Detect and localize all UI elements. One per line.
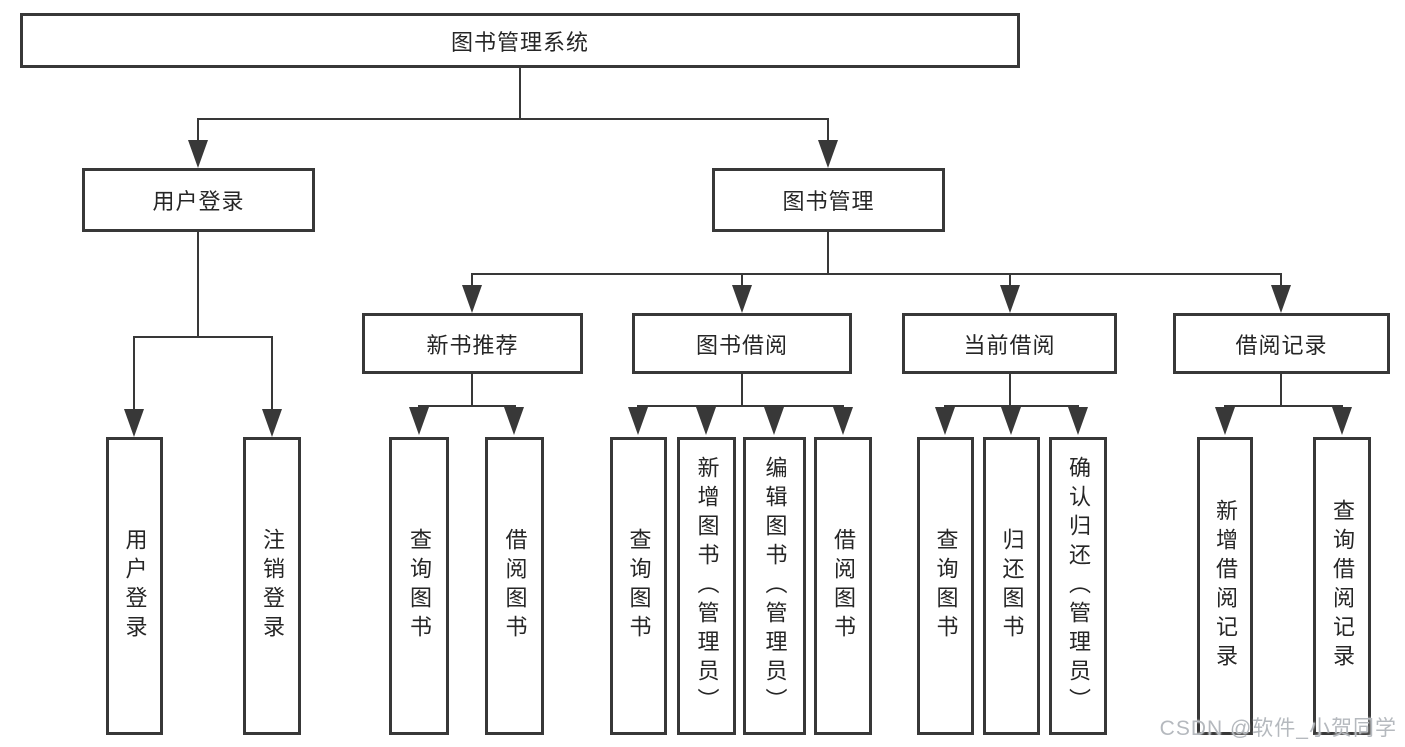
arrowhead-new-book: [462, 285, 482, 313]
connector-new-book-stem: [471, 374, 473, 407]
connector-drop-book-management: [827, 118, 829, 142]
leaf-query-book-borrow: 查询图书: [610, 437, 667, 735]
arrowhead-query-book-3: [935, 407, 955, 435]
arrowhead-return-book: [1001, 407, 1021, 435]
connector-book-borrow-stem: [741, 374, 743, 407]
arrowhead-borrow-book-2: [833, 407, 853, 435]
arrowhead-logout-leaf: [262, 409, 282, 437]
connector-current-borrow-stem: [1009, 374, 1011, 407]
leaf-borrow-book-recommend: 借阅图书: [485, 437, 544, 735]
connector-level3-rail: [471, 273, 1282, 275]
connector-book-management-stem: [827, 232, 829, 275]
leaf-query-borrow-record: 查询借阅记录: [1313, 437, 1371, 735]
leaf-return-book: 归还图书: [983, 437, 1040, 735]
connector-drop-book-borrow: [741, 273, 743, 287]
connector-new-book-rail: [418, 405, 516, 407]
connector-drop-new-book: [471, 273, 473, 287]
connector-drop-user-login: [197, 118, 199, 142]
node-book-management: 图书管理: [712, 168, 945, 232]
arrowhead-edit-book: [764, 407, 784, 435]
connector-user-login-rail: [133, 336, 273, 338]
leaf-confirm-return-admin: 确认归还（管理员）: [1049, 437, 1107, 735]
arrowhead-borrow-records: [1271, 285, 1291, 313]
leaf-borrow-book: 借阅图书: [814, 437, 872, 735]
arrowhead-user-login: [188, 140, 208, 168]
connector-borrow-records-stem: [1280, 374, 1282, 407]
arrowhead-login-leaf: [124, 409, 144, 437]
leaf-add-book-admin: 新增图书（管理员）: [677, 437, 736, 735]
leaf-logout: 注销登录: [243, 437, 301, 735]
connector-book-borrow-rail: [637, 405, 844, 407]
connector-level2-rail: [197, 118, 829, 120]
connector-current-borrow-rail: [944, 405, 1079, 407]
arrowhead-book-management: [818, 140, 838, 168]
arrowhead-book-borrow: [732, 285, 752, 313]
leaf-edit-book-admin: 编辑图书（管理员）: [743, 437, 806, 735]
csdn-watermark: CSDN @软件_小贺同学: [1159, 717, 1397, 740]
arrowhead-add-book: [696, 407, 716, 435]
arrowhead-query-borrow-record: [1332, 407, 1352, 435]
arrowhead-current-borrow: [1000, 285, 1020, 313]
node-new-book-recommend: 新书推荐: [362, 313, 583, 374]
connector-drop-borrow-records: [1280, 273, 1282, 287]
connector-drop-current-borrow: [1009, 273, 1011, 287]
leaf-query-book-recommend: 查询图书: [389, 437, 449, 735]
arrowhead-query-book-2: [628, 407, 648, 435]
leaf-query-book-current: 查询图书: [917, 437, 974, 735]
arrowhead-confirm-return: [1068, 407, 1088, 435]
arrowhead-borrow-book-1: [504, 407, 524, 435]
connector-borrow-records-rail: [1224, 405, 1343, 407]
node-book-borrow: 图书借阅: [632, 313, 852, 374]
connector-user-login-stem: [197, 232, 199, 338]
node-current-borrow: 当前借阅: [902, 313, 1117, 374]
connector-drop-logout-leaf: [271, 336, 273, 411]
leaf-add-borrow-record: 新增借阅记录: [1197, 437, 1253, 735]
arrowhead-query-book-1: [409, 407, 429, 435]
leaf-user-login: 用户登录: [106, 437, 163, 735]
node-borrow-records: 借阅记录: [1173, 313, 1390, 374]
node-user-login: 用户登录: [82, 168, 315, 232]
node-library-system: 图书管理系统: [20, 13, 1020, 68]
arrowhead-add-borrow-record: [1215, 407, 1235, 435]
connector-drop-login-leaf: [133, 336, 135, 411]
connector-root-stem: [519, 68, 521, 120]
